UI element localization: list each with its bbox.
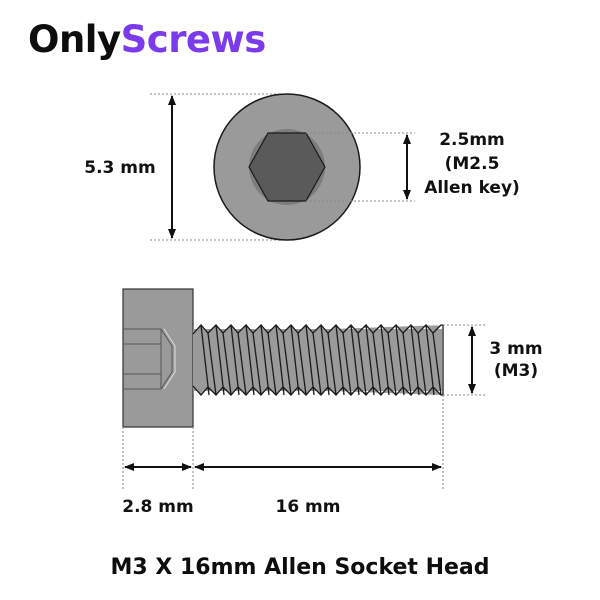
- head-height-label: 2.8 mm: [122, 497, 194, 517]
- head-diameter-label: 5.3 mm: [84, 158, 156, 178]
- threaded-shaft: [193, 329, 442, 391]
- hex-key-label-line3: Allen key): [424, 178, 520, 198]
- brand-logo-part2: Screws: [120, 18, 267, 61]
- brand-logo: OnlyScrews: [28, 18, 266, 61]
- shaft-length-label: 16 mm: [275, 497, 341, 517]
- thread-helix-lines: [200, 324, 444, 396]
- top-view: [150, 93, 415, 241]
- side-view: [122, 288, 485, 490]
- hex-key-label: 2.5mm (M2.5 Allen key): [414, 128, 530, 200]
- screw-head-side: [122, 288, 194, 428]
- hex-key-label-line1: 2.5mm: [439, 130, 505, 150]
- thread-diameter-line2: (M3): [493, 361, 539, 381]
- product-title: M3 X 16mm Allen Socket Head: [110, 555, 490, 580]
- hex-key-label-line2: (M2.5: [444, 154, 500, 174]
- thread-diameter-line1: 3 mm: [489, 339, 543, 359]
- socket-hidden-lines: [123, 328, 176, 390]
- thread-diameter-label: 3 mm (M3): [478, 338, 554, 382]
- brand-logo-part1: Only: [28, 18, 121, 61]
